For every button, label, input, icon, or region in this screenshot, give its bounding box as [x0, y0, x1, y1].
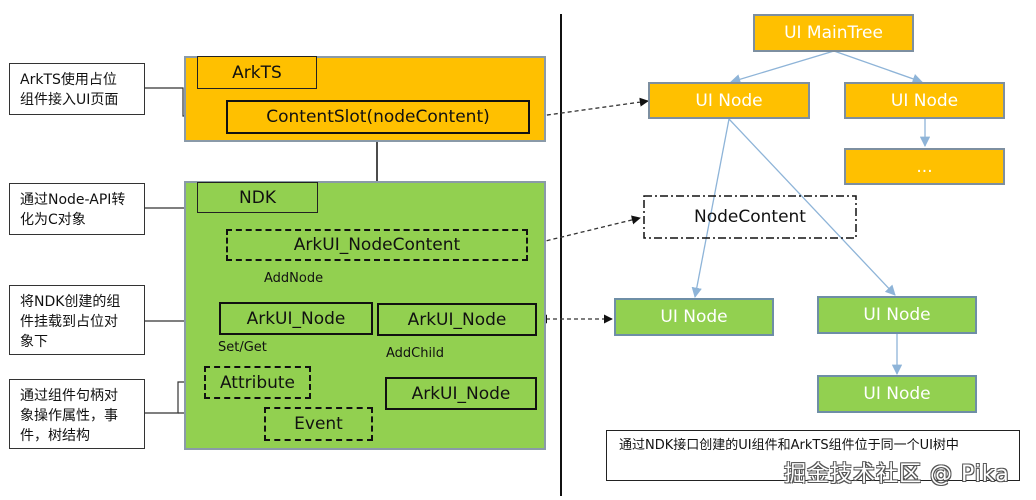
ui-node-orange-a[interactable]: UI Node: [648, 82, 810, 119]
tree-edge-main-b: [833, 50, 923, 84]
caption-box: 通过NDK接口创建的UI组件和ArkTS组件位于同一个UI树中: [606, 430, 1020, 481]
nodecontent-node[interactable]: NodeContent: [694, 207, 806, 227]
note-arkts-placeholder: ArkTS使用占位 组件接入UI页面: [9, 63, 145, 115]
addchild-label: AddChild: [386, 346, 444, 361]
arkui-node-left[interactable]: ArkUI_Node: [219, 302, 373, 335]
ndk-container: [184, 181, 546, 450]
ui-maintree-node[interactable]: UI MainTree: [753, 14, 914, 52]
setget-label: Set/Get: [218, 340, 267, 355]
event-box[interactable]: Event: [264, 407, 373, 441]
watermark: 掘金技术社区 @ Pika: [784, 462, 1010, 487]
note-node-api: 通过Node-API转 化为C对象: [9, 183, 145, 235]
link-nodecontent: [532, 215, 641, 247]
arkts-tag: ArkTS: [197, 56, 317, 89]
caption-text: 通过NDK接口创建的UI组件和ArkTS组件位于同一个UI树中: [619, 438, 959, 453]
tree-edge-a-green-b: [728, 118, 896, 296]
nodecontent-border: [643, 195, 857, 239]
addnode-label: AddNode: [264, 271, 324, 286]
arkui-node-child[interactable]: ArkUI_Node: [385, 377, 537, 410]
ui-node-green-c[interactable]: UI Node: [817, 375, 977, 413]
attribute-box[interactable]: Attribute: [204, 366, 311, 399]
ui-node-orange-b[interactable]: UI Node: [844, 82, 1005, 119]
tree-edge-a-green-a: [691, 118, 730, 299]
note-handle-ops: 通过组件句柄对 象操作属性，事 件，树结构: [9, 379, 145, 449]
contentslot-box[interactable]: ContentSlot(nodeContent): [226, 100, 530, 134]
arkui-nodecontent-box[interactable]: ArkUI_NodeContent: [226, 229, 528, 261]
ui-node-green-b[interactable]: UI Node: [817, 296, 977, 334]
link-slot-uinode: [532, 97, 649, 121]
ui-node-green-a[interactable]: UI Node: [614, 298, 774, 336]
ui-node-ellipsis[interactable]: ...: [844, 148, 1005, 185]
arkui-node-right[interactable]: ArkUI_Node: [377, 303, 537, 336]
note-mount-ndk: 将NDK创建的组 件挂载到占位对 象下: [9, 285, 145, 355]
tree-edge-main-a: [730, 50, 835, 85]
ndk-tag: NDK: [197, 182, 318, 213]
